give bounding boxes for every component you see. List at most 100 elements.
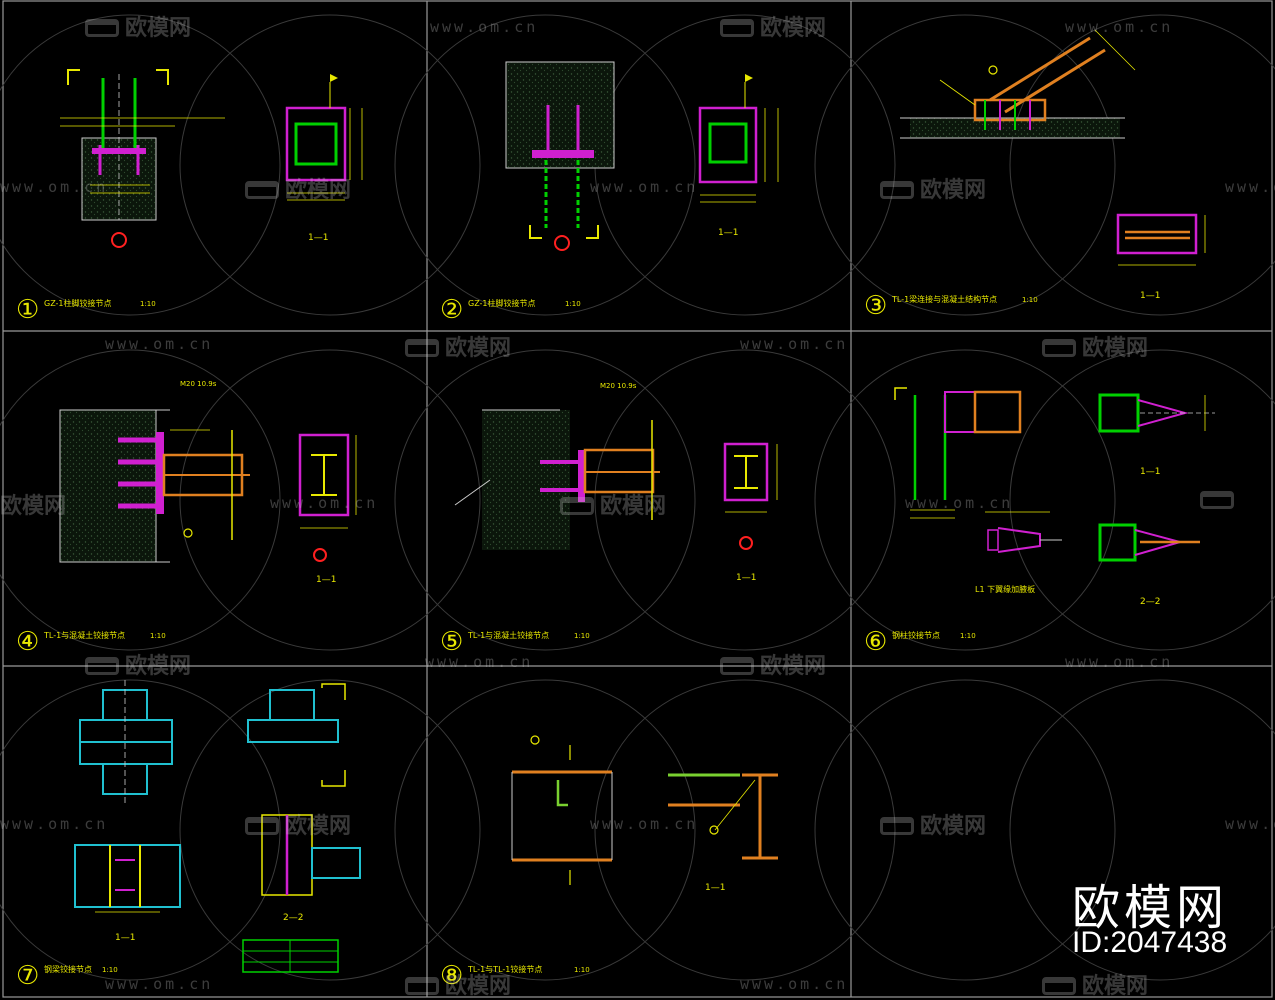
detail-6-subtitle: L1 下翼缘加腋板 [975, 584, 1035, 594]
detail-6-section2-label: 2—2 [1140, 597, 1160, 607]
detail-7-section2-label: 2—2 [283, 913, 303, 923]
detail-4-bolt-note: M20 10.9s [180, 380, 217, 388]
watermark-logo: 欧模网 [245, 172, 351, 204]
detail-3 [900, 29, 1206, 266]
watermark-url: www.om.cn [590, 815, 699, 833]
detail-6-title: 钢柱铰接节点 [892, 630, 940, 640]
watermark-arcs [0, 14, 1275, 981]
watermark-url: www.om.cn [0, 178, 109, 196]
detail-7 [74, 680, 361, 973]
detail-1-title: GZ-1柱脚铰接节点 [44, 298, 112, 308]
sofa-icon [405, 339, 439, 357]
detail-3-section-label: 1—1 [1140, 291, 1160, 301]
watermark-logo-text: 欧模网 [920, 178, 987, 203]
detail-6-section-label: 1—1 [1140, 467, 1160, 477]
watermark-logo-text: 欧模网 [1082, 974, 1149, 999]
sofa-icon [880, 181, 914, 199]
detail-4-scale: 1:10 [150, 632, 166, 640]
sofa-icon [245, 817, 279, 835]
watermark-logo-text: 欧模网 [600, 494, 667, 519]
sofa-icon [880, 817, 914, 835]
watermark-url: www.om.cn [905, 494, 1014, 512]
detail-4 [59, 409, 357, 563]
detail-8 [511, 735, 778, 885]
detail-5-section-label: 1—1 [736, 573, 756, 583]
watermark-url: www.om.cn [0, 815, 109, 833]
watermark-url: www.om.cn [270, 494, 379, 512]
detail-3-scale: 1:10 [1022, 296, 1038, 304]
watermark-url: www.om.cn [430, 18, 539, 36]
detail-1-section-label: 1—1 [308, 233, 328, 243]
detail-1 [60, 69, 363, 248]
detail-6-number: ⑥ [864, 627, 887, 657]
sofa-icon [85, 19, 119, 37]
watermark-logo-text: 欧模网 [1082, 336, 1149, 361]
detail-6 [894, 387, 1215, 562]
detail-4-number: ④ [16, 627, 39, 657]
detail-2-section-label: 1—1 [718, 228, 738, 238]
sofa-icon [85, 657, 119, 675]
detail-1-number: ① [16, 295, 39, 325]
sofa-icon [720, 657, 754, 675]
detail-7-section-label: 1—1 [115, 933, 135, 943]
detail-2 [505, 61, 779, 251]
detail-2-scale: 1:10 [565, 300, 581, 308]
sofa-icon [405, 977, 439, 995]
watermark-logo: 欧模网 [405, 968, 511, 1000]
watermark-url: www.om.cn [105, 335, 214, 353]
watermark-url: www.om.cn [740, 975, 849, 993]
watermark-logo-text: 欧模网 [285, 178, 352, 203]
watermark-logo-text: 欧模网 [760, 654, 827, 679]
detail-7-number: ⑦ [16, 961, 39, 991]
watermark-logo-text: 欧模网 [445, 336, 512, 361]
detail-6-scale: 1:10 [960, 632, 976, 640]
watermark-logo: 欧模网 [880, 172, 986, 204]
detail-5-bolt-note: M20 10.9s [600, 382, 637, 390]
watermark-logo-text: 欧模网 [125, 16, 192, 41]
watermark-logo-text: 欧模网 [760, 16, 827, 41]
detail-5 [454, 409, 778, 550]
watermark-url: www.om.cn [1065, 18, 1174, 36]
detail-4-section-label: 1—1 [316, 575, 336, 585]
watermark-logo: 欧模网 [1042, 968, 1148, 1000]
watermark-url: www.om.cn [425, 653, 534, 671]
detail-5-scale: 1:10 [574, 632, 590, 640]
watermark-logo [1200, 488, 1240, 513]
watermark-logo: 欧模网 [405, 330, 511, 362]
watermark-logo: 欧模网 [560, 488, 666, 520]
sofa-icon [245, 181, 279, 199]
detail-8-section-label: 1—1 [705, 883, 725, 893]
sofa-icon [1042, 339, 1076, 357]
watermark-logo: 欧模网 [1042, 330, 1148, 362]
watermark-url: www.om.cn [740, 335, 849, 353]
sofa-icon [1200, 491, 1234, 509]
watermark-logo: 欧模网 [85, 648, 191, 680]
watermark-logo-text: 欧模网 [0, 494, 67, 519]
watermark-url: www.om.cn [1225, 178, 1275, 196]
watermark-logo: 欧模网 [85, 10, 191, 42]
detail-7-scale: 1:10 [102, 966, 118, 974]
watermark-logo-text: 欧模网 [920, 814, 987, 839]
detail-8-scale: 1:10 [574, 966, 590, 974]
detail-2-number: ② [440, 295, 463, 325]
brand-name: 欧模网 [1072, 880, 1229, 936]
watermark-logo-text: 欧模网 [285, 814, 352, 839]
detail-4-title: TL-1与混凝土铰接节点 [43, 630, 125, 640]
watermark-logo-text: 欧模网 [125, 654, 192, 679]
watermark-logo: 欧模网 [720, 648, 826, 680]
brand-id: ID:2047438 [1072, 926, 1228, 959]
watermark-logo: 欧模网 [0, 488, 66, 520]
detail-8-number: ⑧ [440, 961, 463, 991]
detail-8-title: TL-1与TL-1铰接节点 [467, 964, 542, 974]
detail-2-title: GZ-1柱脚铰接节点 [468, 298, 536, 308]
watermark-url: www.om.cn [105, 975, 214, 993]
watermark-logo: 欧模网 [720, 10, 826, 42]
watermark-url: www.om.cn [1065, 653, 1174, 671]
sofa-icon [1042, 977, 1076, 995]
detail-3-number: ③ [864, 291, 887, 321]
detail-3-title: TL-1梁连接与混凝土结构节点 [891, 294, 997, 304]
detail-7-title: 钢梁铰接节点 [44, 964, 92, 974]
detail-5-number: ⑤ [440, 627, 463, 657]
watermark-url: www.om.cn [590, 178, 699, 196]
